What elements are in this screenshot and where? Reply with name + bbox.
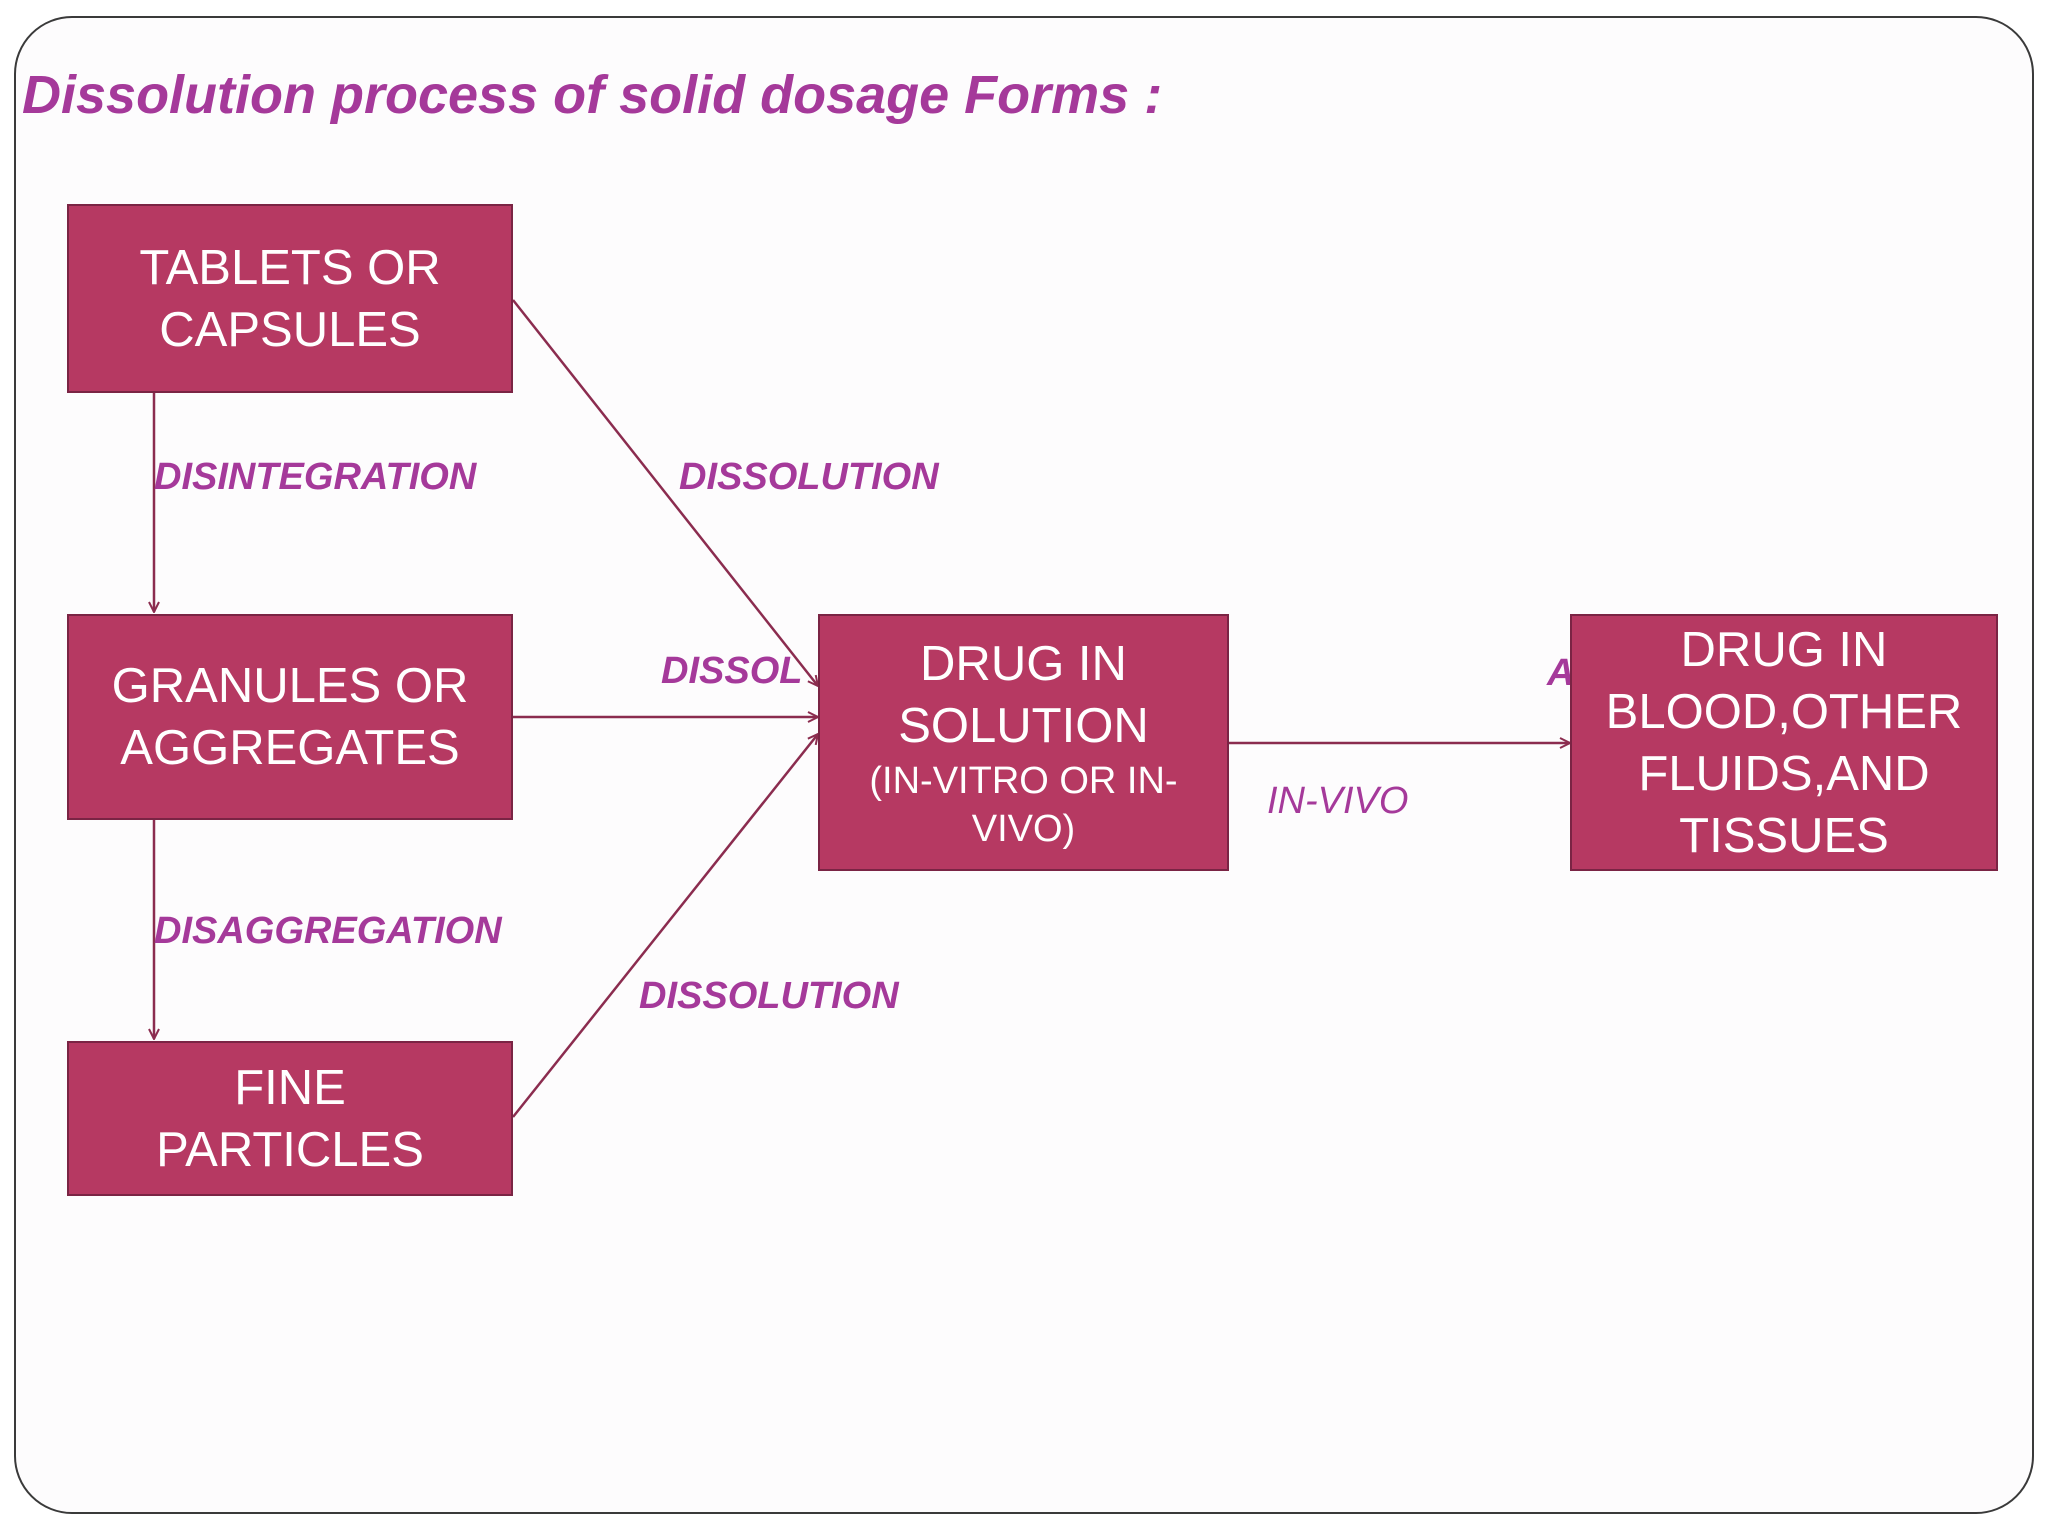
label-disintegration: DISINTEGRATION <box>154 456 477 498</box>
label-dissolution-top: DISSOLUTION <box>679 456 939 498</box>
node-tablets-text: TABLETS OR CAPSULES <box>139 240 441 357</box>
node-drug-in-solution: DRUG IN SOLUTION (IN-VITRO OR IN- VIVO) <box>818 614 1229 871</box>
node-tablets-or-capsules: TABLETS OR CAPSULES <box>67 204 513 393</box>
arrow-tablets-to-solution <box>512 299 818 686</box>
node-solution-text: DRUG IN SOLUTION <box>898 636 1149 753</box>
node-granules-text: GRANULES OR AGGREGATES <box>111 659 469 775</box>
node-solution-subtext: (IN-VITRO OR IN- VIVO) <box>869 759 1178 850</box>
label-disaggregation: DISAGGREGATION <box>154 910 502 952</box>
node-blood-text: DRUG IN BLOOD,OTHER FLUIDS,AND TISSUES <box>1605 622 1963 863</box>
label-absorption-partial: A <box>1547 652 1575 694</box>
node-fine-text: FINE PARTICLES <box>156 1060 424 1177</box>
slide-title: Dissolution process of solid dosage Form… <box>22 65 1163 125</box>
label-dissolution-bottom: DISSOLUTION <box>639 975 899 1017</box>
node-drug-in-blood: DRUG IN BLOOD,OTHER FLUIDS,AND TISSUES <box>1570 614 1998 871</box>
label-in-vivo: IN-VIVO <box>1267 780 1409 822</box>
label-dissolution-mid: DISSOL <box>661 650 803 692</box>
arrow-fine-to-solution <box>512 734 818 1118</box>
node-granules-or-aggregates: GRANULES OR AGGREGATES <box>67 614 513 820</box>
node-fine-particles: FINE PARTICLES <box>67 1041 513 1196</box>
